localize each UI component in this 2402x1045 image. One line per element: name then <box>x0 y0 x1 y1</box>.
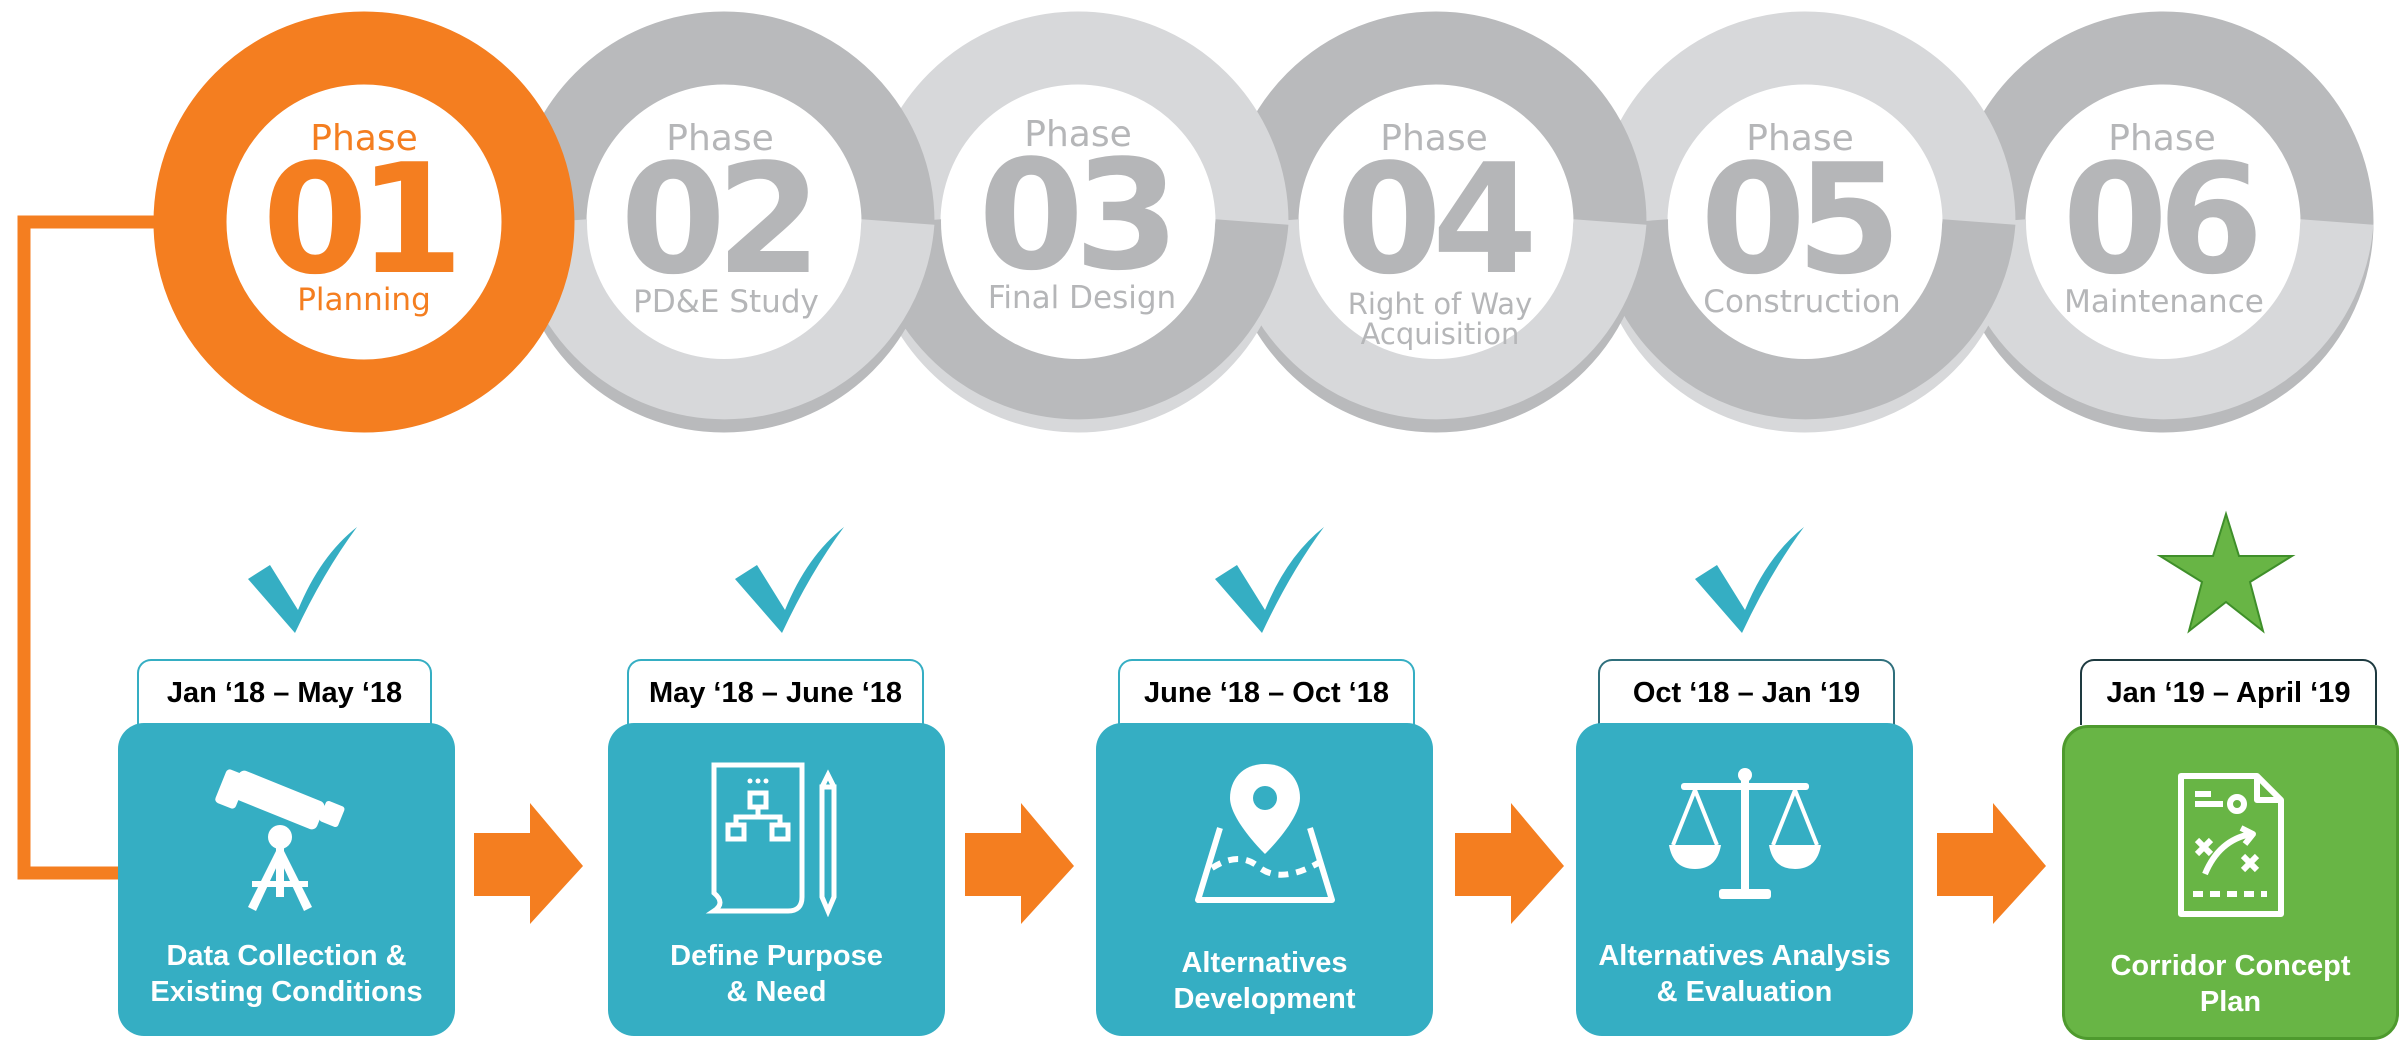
phase-label-02: Phase 02 PD&E Study <box>620 118 822 320</box>
svg-text:02: 02 <box>620 131 812 308</box>
phase-label-06: Phase 06 Maintenance <box>2062 118 2266 320</box>
arrow-right-icon <box>965 803 1074 924</box>
arrow-right-icon <box>1937 803 2046 924</box>
arrow-right-icon <box>1455 803 1564 924</box>
svg-text:Construction: Construction <box>1703 284 1900 320</box>
svg-text:06: 06 <box>2062 131 2256 308</box>
date-range-step-1: Jan ‘18 – May ‘18 <box>137 659 432 725</box>
telescope-icon <box>214 769 344 911</box>
step-card-corridor-concept-plan[interactable]: Corridor Concept Plan <box>2062 725 2399 1040</box>
map-pin-icon <box>1194 764 1335 903</box>
checkmark-icon <box>1215 527 1324 633</box>
phase-connector-bracket <box>17 215 155 880</box>
flowchart-document-icon <box>705 762 836 917</box>
arrow-right-icon <box>474 803 583 924</box>
svg-text:Phase: Phase <box>2108 118 2216 159</box>
date-range-step-3: June ‘18 – Oct ‘18 <box>1118 659 1415 725</box>
step-card-alternatives-analysis[interactable]: Alternatives Analysis & Evaluation <box>1576 723 1913 1036</box>
strategy-plan-icon <box>2177 773 2284 917</box>
checkmark-icon <box>248 527 357 633</box>
svg-text:Phase: Phase <box>1380 118 1488 159</box>
step-card-alternatives-development[interactable]: Alternatives Development <box>1096 723 1433 1036</box>
date-range-step-5: Jan ‘19 – April ‘19 <box>2080 659 2377 725</box>
svg-text:Planning: Planning <box>297 282 431 318</box>
svg-text:05: 05 <box>1700 131 1892 308</box>
svg-text:Right of Way: Right of Way <box>1348 287 1533 321</box>
step-label: Data Collection & Existing Conditions <box>150 940 423 1008</box>
svg-text:Phase: Phase <box>666 118 774 159</box>
svg-text:Final Design: Final Design <box>988 280 1176 316</box>
step-label: Alternatives Development <box>1173 947 1356 1015</box>
step-card-purpose-need[interactable]: Define Purpose & Need <box>608 723 945 1036</box>
ring-phase-06[interactable] <box>1952 11 2374 433</box>
step-label: Define Purpose & Need <box>670 940 883 1008</box>
svg-text:04: 04 <box>1336 131 1531 308</box>
scales-icon <box>1668 768 1821 899</box>
svg-text:Phase: Phase <box>1024 114 1132 155</box>
svg-text:Phase: Phase <box>310 118 418 159</box>
svg-text:PD&E Study: PD&E Study <box>633 284 819 320</box>
phase-label-04: Phase 04 Right of Way Acquisition <box>1336 118 1541 351</box>
step-label: Corridor Concept Plan <box>2110 950 2351 1018</box>
svg-text:Maintenance: Maintenance <box>2064 284 2264 320</box>
svg-text:01: 01 <box>262 131 454 308</box>
phase-label-01: Phase 01 Planning <box>262 118 464 318</box>
svg-text:03: 03 <box>978 127 1170 304</box>
svg-text:Acquisition: Acquisition <box>1361 317 1520 351</box>
ring-phase-04[interactable] <box>1225 11 1647 433</box>
phase-label-03: Phase 03 Final Design <box>978 114 1180 316</box>
checkmark-icon <box>735 527 844 633</box>
svg-text:Phase: Phase <box>1746 118 1854 159</box>
checkmark-icon <box>1695 527 1804 633</box>
star-icon <box>2156 510 2296 634</box>
step-card-data-collection[interactable]: Data Collection & Existing Conditions <box>118 723 455 1036</box>
ring-phase-01[interactable] <box>153 11 575 433</box>
date-range-step-2: May ‘18 – June ‘18 <box>627 659 924 725</box>
step-label: Alternatives Analysis & Evaluation <box>1598 940 1891 1008</box>
date-range-step-4: Oct ‘18 – Jan ‘19 <box>1598 659 1895 725</box>
phase-label-05: Phase 05 Construction <box>1700 118 1902 320</box>
